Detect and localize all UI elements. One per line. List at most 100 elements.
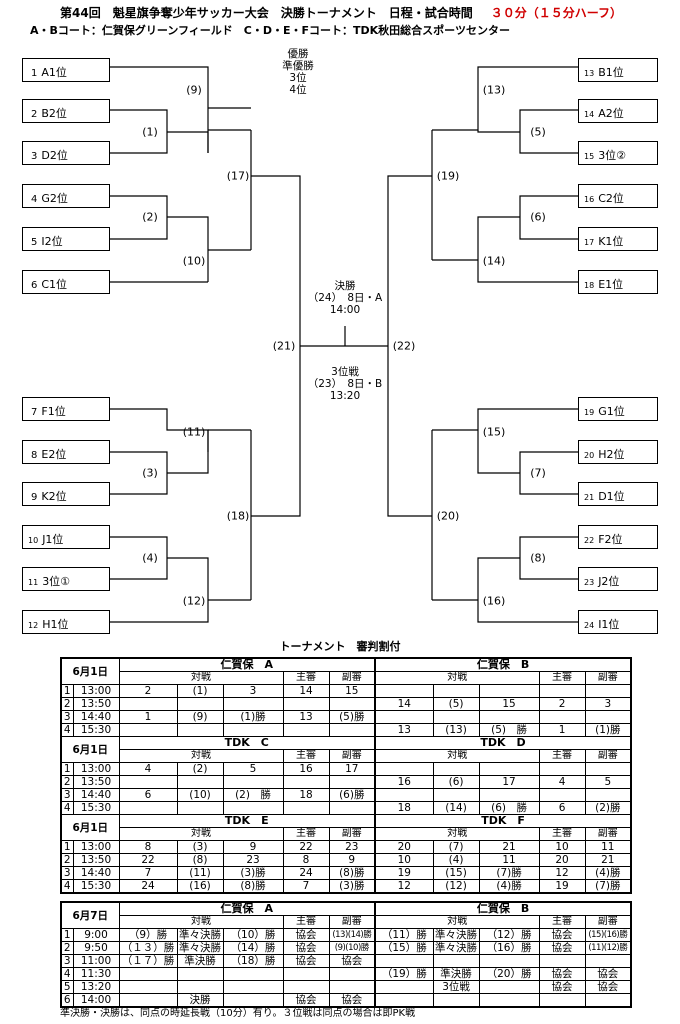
header-cell: 副審 [328,915,376,929]
venue-cell: 仁賀保 A [118,901,376,916]
time-cell: 13:00 [72,762,120,776]
table-cell: 1 [538,723,586,737]
bracket-line [110,195,209,283]
match-label: (19) [436,169,460,183]
table-cell: 8 [118,840,178,854]
table-cell [328,723,376,737]
header-cell: 主審 [282,915,330,929]
match-label: (13) [482,83,506,97]
table-cell [478,993,540,1008]
table-cell: (8)勝 [328,866,376,880]
table-cell: （１３）勝 [118,941,178,955]
table-cell [538,684,586,698]
row-number: 4 [60,967,74,981]
table-cell: （10）勝 [222,928,284,942]
table-cell [374,980,434,994]
header-cell: 対戦 [374,915,540,929]
row-number: 4 [60,801,74,815]
table-cell: 準決勝 [176,954,224,968]
table-cell: 23 [328,840,376,854]
table-row: 対戦主審副審対戦主審副審 [61,749,632,763]
table-cell: 協会 [282,954,330,968]
table-cell: （14）勝 [222,941,284,955]
table-cell [222,801,284,815]
time-cell: 15:30 [72,801,120,815]
table-cell: 10 [374,853,434,867]
table-cell [222,980,284,994]
header-cell: 対戦 [118,827,284,841]
table-cell: (13)(14)勝 [328,928,376,942]
table-cell [176,723,224,737]
table-cell [118,775,178,789]
bracket-line [250,345,345,600]
venue-cell: TDK C [118,736,376,750]
match-label: (6) [530,210,546,224]
time-cell: 13:50 [72,853,120,867]
table-cell: (1) [176,684,224,698]
table-cell: 7 [282,879,330,894]
venue-cell: 仁賀保 A [118,657,376,672]
header-cell: 副審 [584,915,632,929]
table-cell [282,980,330,994]
row-number: 3 [60,710,74,724]
venue-cell: TDK D [374,736,632,750]
table-cell: 11 [584,840,632,854]
table-cell: (15)(16)勝 [584,928,632,942]
table-cell: (4)勝 [478,879,540,894]
header-cell: 副審 [328,671,376,685]
table-cell [478,762,540,776]
table-cell: 17 [328,762,376,776]
table-cell [584,993,632,1008]
table-cell [538,710,586,724]
table-row: 対戦主審副審対戦主審副審 [61,915,632,929]
table-cell: 協会 [282,941,330,955]
venue-cell: 仁賀保 B [374,901,632,916]
header-cell: 副審 [584,671,632,685]
table-cell: （12）勝 [478,928,540,942]
match-label: (17) [226,169,250,183]
bracket-line [208,130,301,346]
final-info: 決勝 （24） 8日・A 14:00 [300,280,390,316]
row-number: 1 [60,762,74,776]
placings: 優勝 準優勝 3位 4位 [268,48,328,96]
third-place-label: 3位戦 [331,366,359,378]
table-cell [432,993,480,1008]
table-cell [176,775,224,789]
header-cell: 対戦 [118,915,284,929]
table-cell [432,762,480,776]
bracket-line [345,345,433,600]
placing-4: 4位 [289,84,307,96]
table-cell: 22 [282,840,330,854]
table-cell: 協会 [328,954,376,968]
table-cell: 2 [118,684,178,698]
table-cell: (6) 勝 [478,801,540,815]
table-cell [222,723,284,737]
venue-cell: 仁賀保 B [374,657,632,672]
table-cell: (7)勝 [478,866,540,880]
table-cell: 6 [118,788,178,802]
table-cell: (4)勝 [584,866,632,880]
match-length: ３０分（１５分ハーフ） [490,6,622,20]
table-cell [584,762,632,776]
table-cell: 20 [538,853,586,867]
table-cell [478,954,540,968]
table-cell [118,723,178,737]
table-cell [584,710,632,724]
table-cell: (2) [176,762,224,776]
match-label: (18) [226,509,250,523]
table-cell: 12 [538,866,586,880]
header-cell: 副審 [328,827,376,841]
bracket-line [432,66,578,131]
